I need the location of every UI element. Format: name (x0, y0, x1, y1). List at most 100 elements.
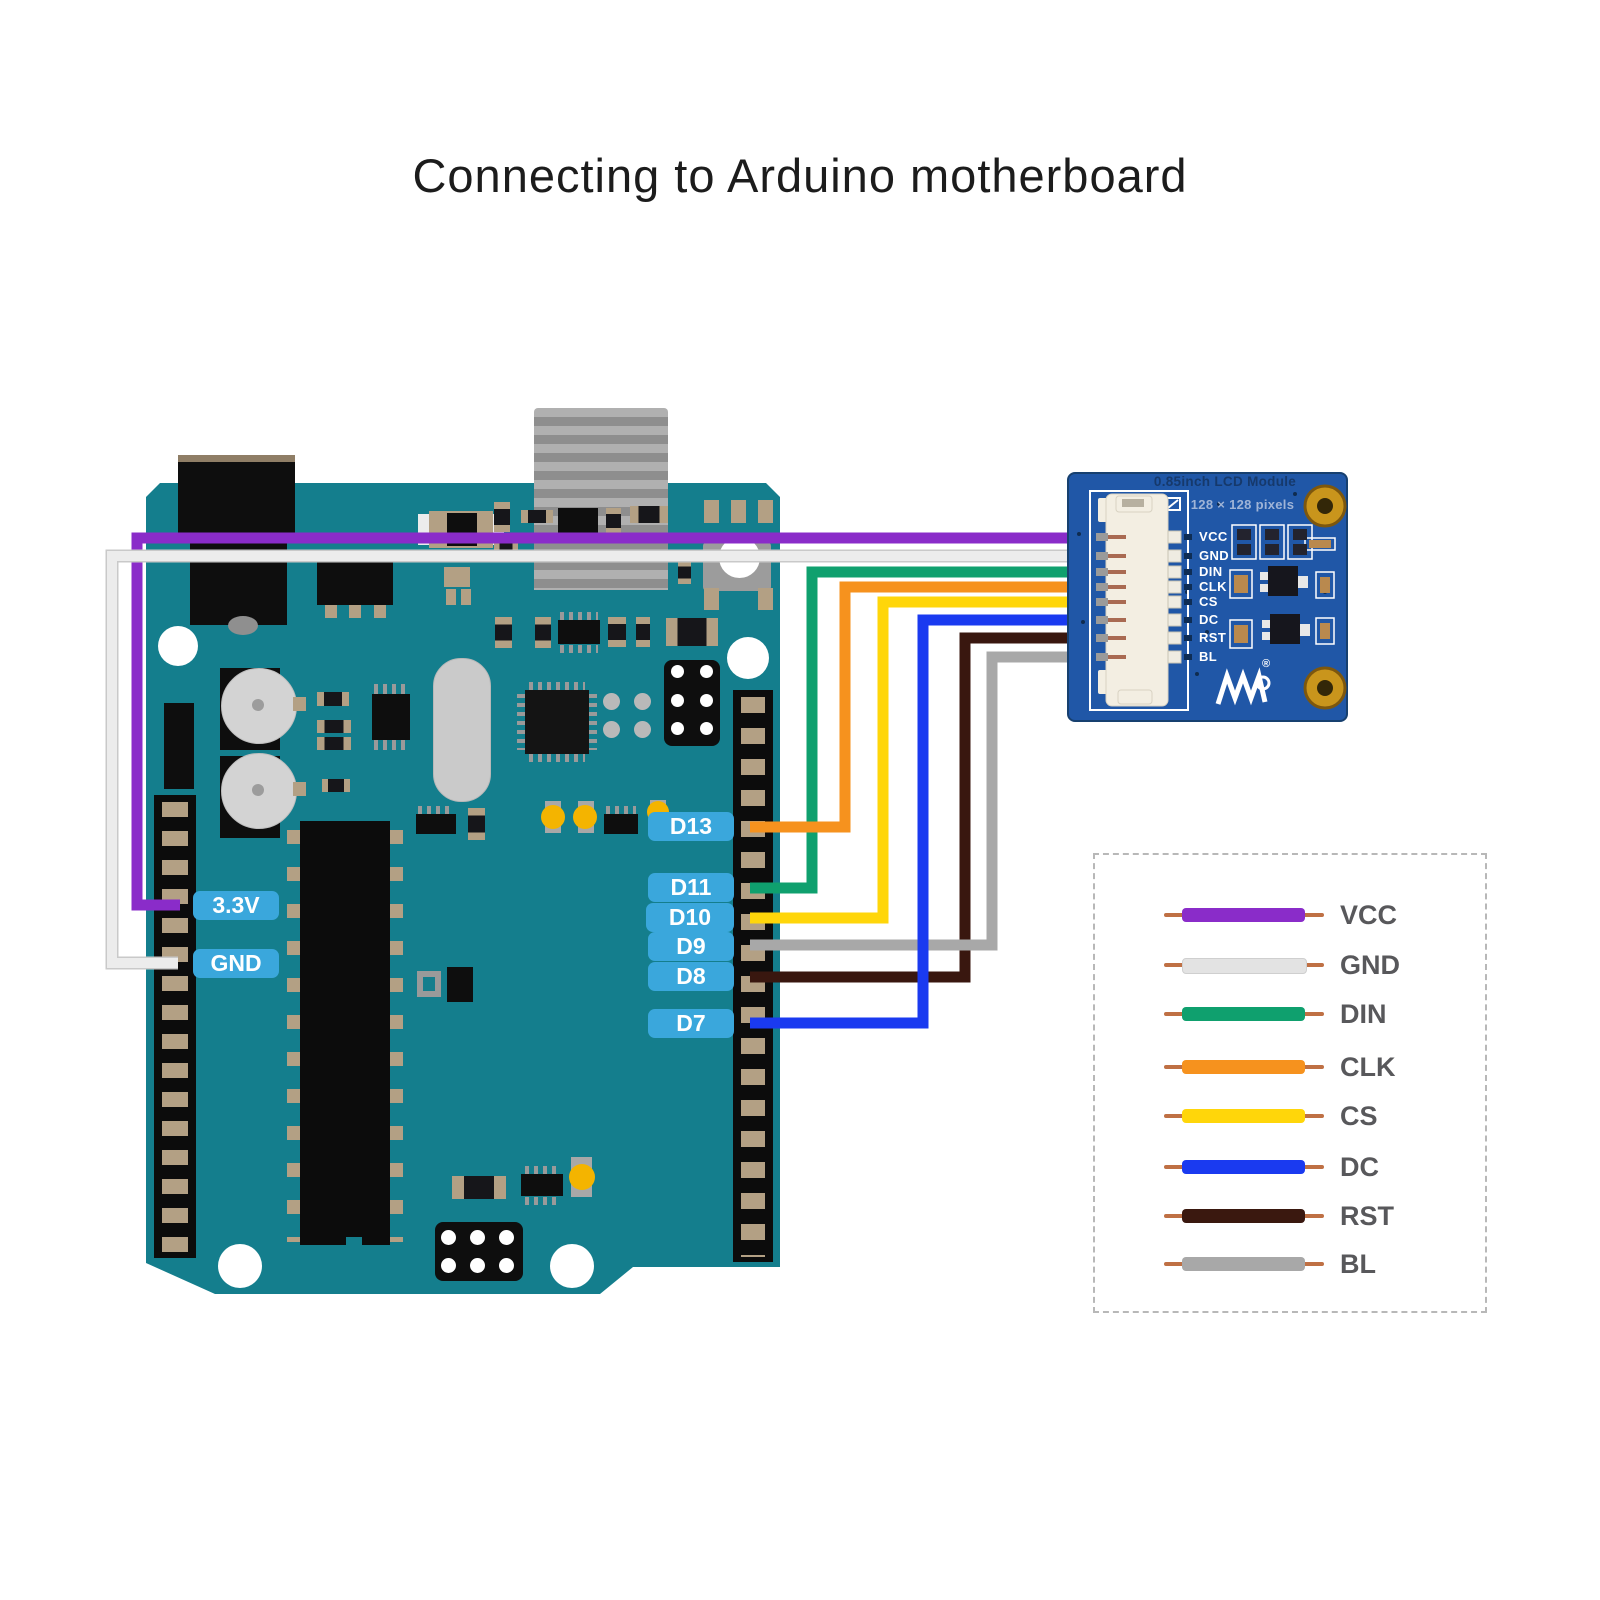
mcu-chip (525, 690, 589, 754)
pin-label-3v3: 3.3V (193, 891, 279, 920)
regulator-leg (349, 605, 361, 618)
led-yellow (569, 1164, 595, 1190)
header-pin-hole (470, 1258, 485, 1273)
legend-label: BL (1340, 1249, 1376, 1279)
header-pin-hole (700, 665, 713, 678)
soic-pins (525, 1166, 559, 1174)
power-jack (178, 455, 295, 463)
mounting-hole (550, 1244, 594, 1288)
legend-color-swatch (1182, 958, 1307, 974)
lcd-details (1077, 484, 1347, 711)
wire-din (750, 566, 1112, 894)
test-point (603, 693, 620, 710)
legend-label: VCC (1340, 900, 1398, 930)
header-pin-hole (441, 1230, 456, 1245)
regulator-leg (325, 605, 337, 618)
legend-color-swatch (1182, 1257, 1305, 1271)
legend-color-swatch (1182, 1007, 1305, 1021)
pin-label-d7: D7 (648, 1009, 734, 1038)
wire-bl (750, 651, 1112, 951)
pin-label-d9: D9 (648, 932, 734, 961)
lcd-subtitle: 128 × 128 pixels (1190, 497, 1295, 512)
legend-color-swatch (1182, 1160, 1305, 1174)
registered-mark: ® (1262, 658, 1271, 670)
pin-label-gnd: GND (193, 949, 279, 978)
legend-label: GND (1340, 950, 1400, 980)
header-pin-hole (671, 665, 684, 678)
lcd-pin-clk: CLK (1199, 579, 1227, 594)
lcd-pin-cs: CS (1199, 594, 1218, 609)
legend-color-swatch (1182, 1109, 1305, 1123)
smd-component (636, 617, 650, 647)
header-pin-hole (499, 1230, 514, 1245)
soic-pins (606, 806, 636, 814)
soic-chip (521, 1174, 563, 1196)
header-pin-hole (499, 1258, 514, 1273)
wire-vcc (131, 532, 1112, 911)
smd-component (558, 508, 598, 534)
lcd-pin-gnd: GND (1199, 548, 1230, 563)
legend-color-swatch (1182, 1060, 1305, 1074)
soic-chip (372, 694, 410, 740)
smd-component (444, 567, 470, 587)
dip-notch (346, 1237, 362, 1245)
smd-component (678, 561, 691, 584)
diagram-title: Connecting to Arduino motherboard (412, 149, 1188, 202)
soic-pins (560, 612, 598, 620)
smd-component (606, 508, 621, 534)
legend-color-swatch (1182, 908, 1305, 922)
voltage-regulator (317, 562, 393, 605)
lcd-title: 0.85inch LCD Module (1153, 474, 1297, 489)
mcu-pins (588, 694, 597, 750)
test-point (634, 693, 651, 710)
header-pin-hole (671, 722, 684, 735)
reset-button-pads (758, 588, 773, 610)
smd-leg (461, 589, 471, 605)
power-jack-foot (228, 616, 258, 635)
lcd-pin-din: DIN (1199, 564, 1223, 579)
mcu-pins (517, 694, 526, 750)
header-pin-hole (470, 1230, 485, 1245)
mounting-hole (158, 626, 198, 666)
smd-component (535, 617, 551, 648)
smd-component (630, 506, 668, 523)
dip-chip (300, 821, 390, 1245)
pin-header-left-pads (162, 802, 188, 1252)
pin-label-d11: D11 (648, 873, 734, 902)
smd-component (317, 737, 351, 750)
resonator-end (418, 514, 429, 545)
pin-label-d8: D8 (648, 962, 734, 991)
soic-chip (416, 814, 456, 834)
test-point (634, 721, 651, 738)
pin-label-d13: D13 (648, 812, 734, 841)
smd-component (666, 618, 718, 646)
legend-color-swatch (1182, 1209, 1305, 1223)
soic-pins (418, 806, 454, 814)
dip-pins (389, 830, 403, 1242)
legend-label: DC (1340, 1152, 1379, 1182)
capacitor-dot (252, 699, 264, 711)
wiring-legend: VCC GND DIN CLK CS DC (1093, 853, 1487, 1313)
smd-component (447, 967, 473, 1002)
mcu-pins (529, 682, 585, 691)
reset-button-pads (731, 500, 746, 523)
mounting-hole (218, 1244, 262, 1288)
wire-rst (750, 632, 1112, 983)
smd-component (452, 1176, 506, 1199)
lcd-pin-rst: RST (1199, 630, 1227, 645)
dip-pins (287, 830, 301, 1242)
transistor (164, 703, 194, 789)
header-pin-hole (441, 1258, 456, 1273)
mcu-pins (529, 753, 585, 762)
reset-button-pads (758, 500, 773, 523)
reset-button-pads (704, 500, 719, 523)
header-pin-hole (700, 722, 713, 735)
capacitor-tab (293, 782, 306, 796)
wire-gnd (107, 551, 1112, 968)
soic-pins (525, 1197, 559, 1205)
test-point (603, 721, 620, 738)
smd-component (317, 692, 349, 706)
legend-label: DIN (1340, 999, 1387, 1029)
